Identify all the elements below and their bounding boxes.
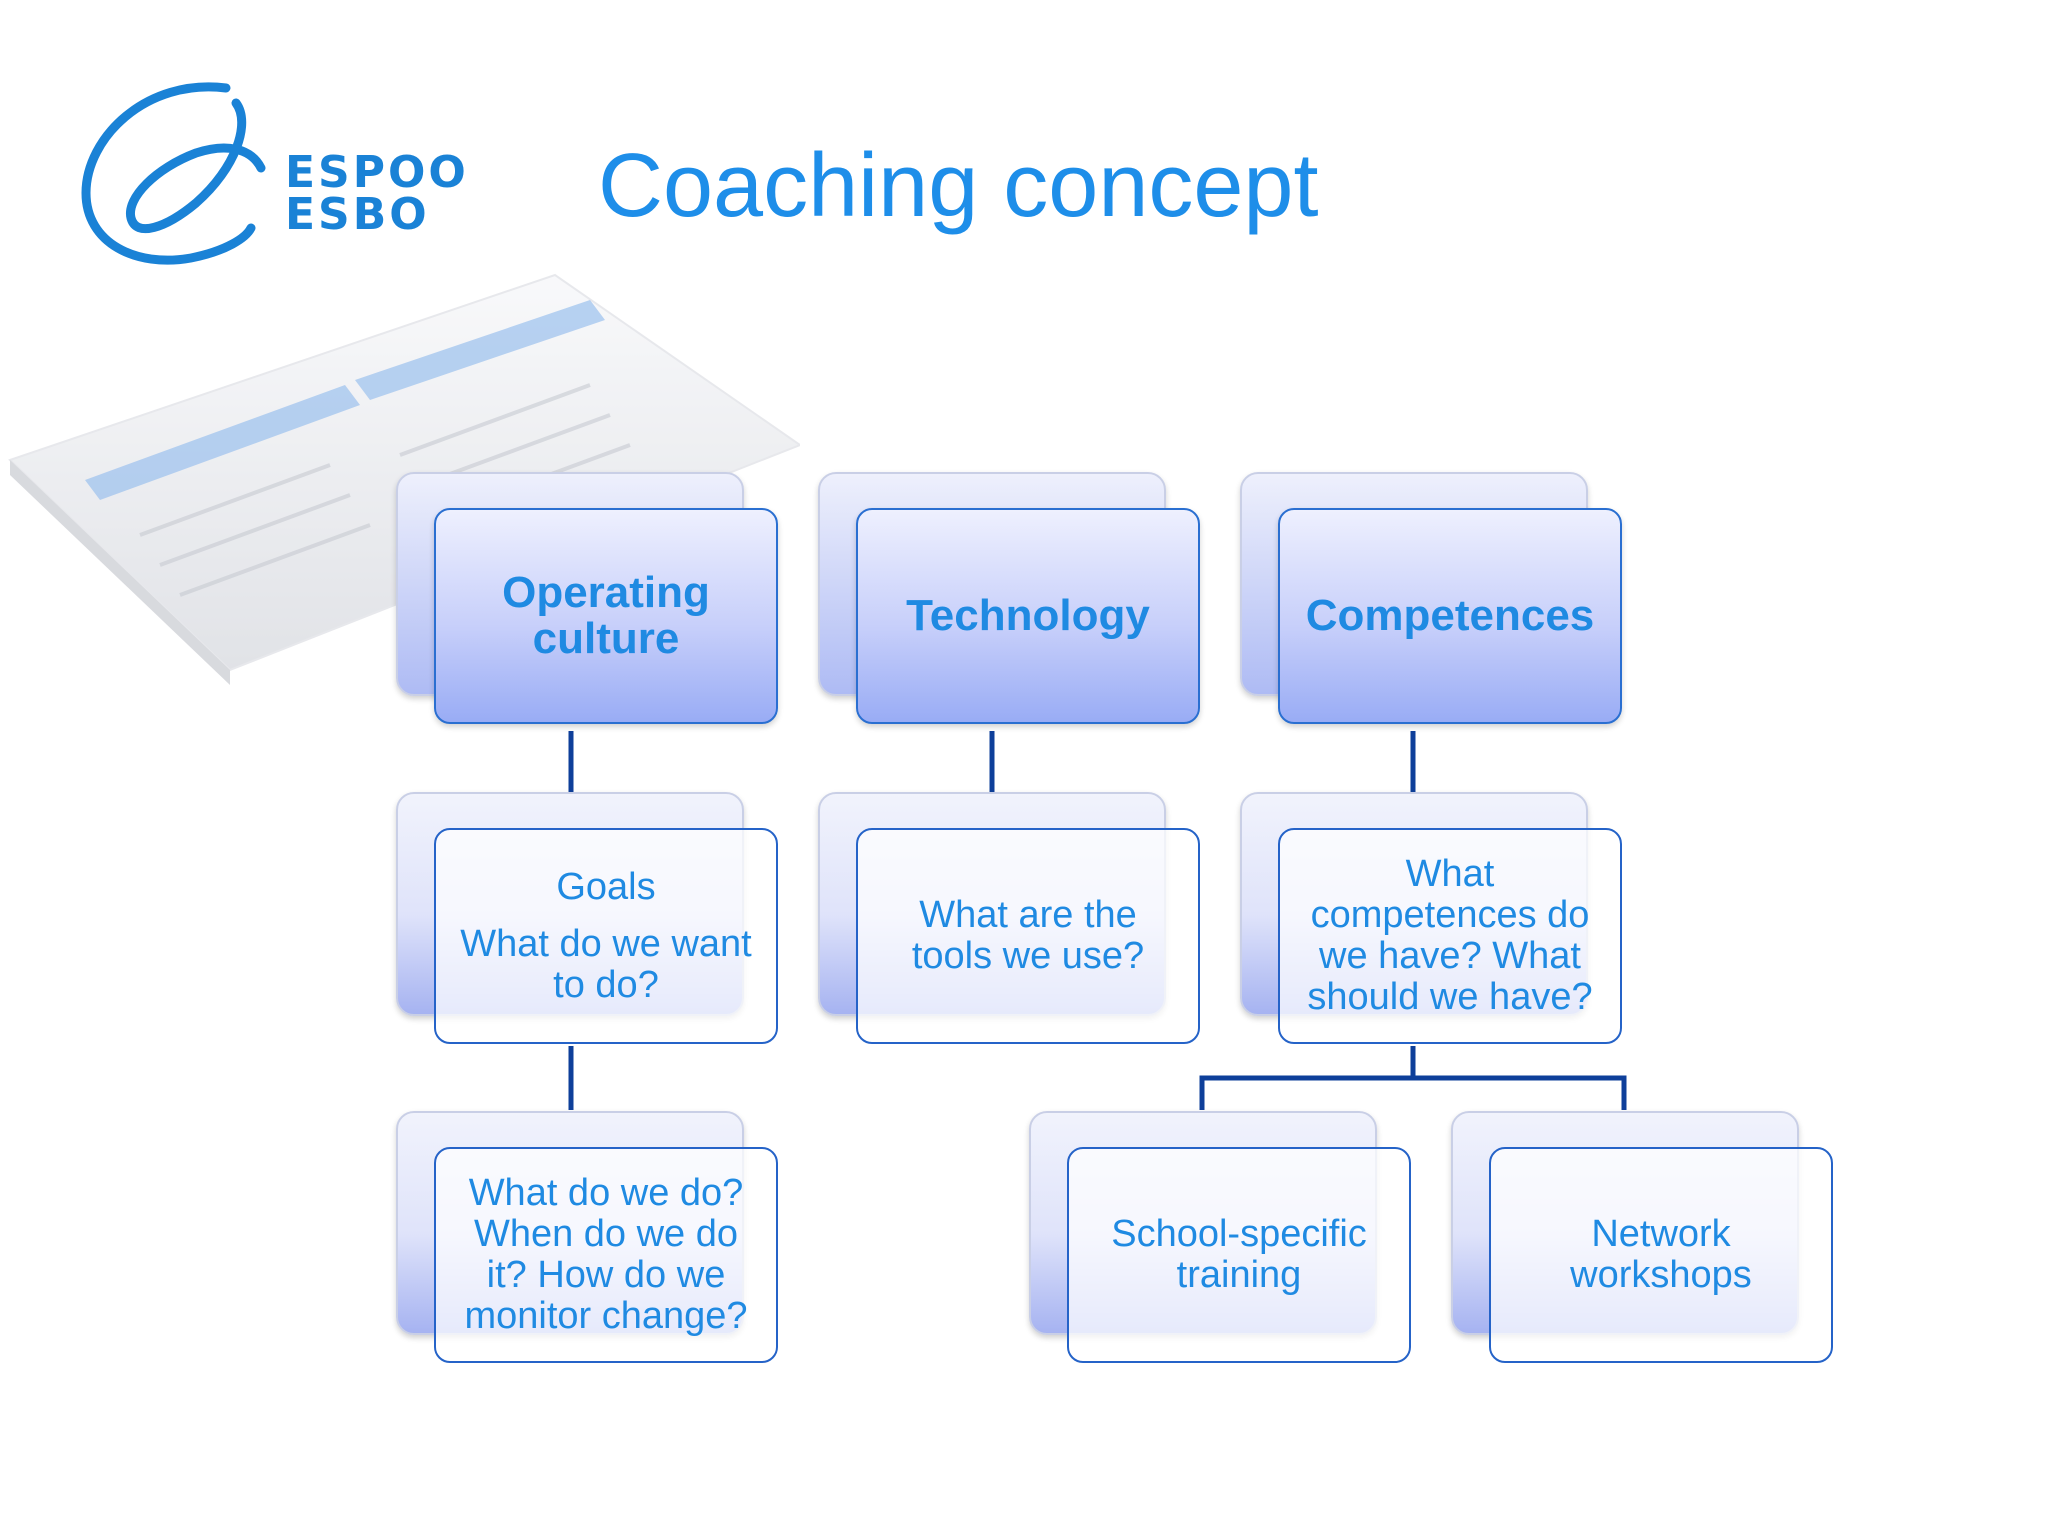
node-goals: Goals What do we want to do?: [396, 792, 780, 1044]
logo-line-1: ESPOO: [285, 147, 469, 198]
node-label: Technology: [906, 591, 1150, 640]
node-label: School-specific training: [1111, 1213, 1367, 1296]
node-actions: What do we do? When do we do it? How do …: [396, 1111, 780, 1363]
node-competences: Competences: [1240, 472, 1624, 724]
node-label: Operating culture: [502, 568, 710, 663]
node-competence-question: What competences do we have? What should…: [1240, 792, 1624, 1044]
node-label: What are the tools we use?: [911, 894, 1145, 977]
logo-line-2: ESBO: [285, 189, 430, 240]
node-label: Network workshops: [1570, 1213, 1752, 1296]
goals-title: Goals: [556, 865, 656, 908]
node-label: What do we do? When do we do it? How do …: [464, 1172, 748, 1337]
logo-wordmark: ESPOO ESBO: [285, 147, 469, 240]
node-label: What competences do we have? What should…: [1307, 853, 1593, 1018]
node-network-workshops: Network workshops: [1451, 1111, 1835, 1363]
connector-question-branches: [1199, 1075, 1627, 1110]
node-school-training: School-specific training: [1029, 1111, 1413, 1363]
page-title: Coaching concept: [598, 136, 1319, 236]
node-label: Competences: [1305, 591, 1595, 640]
node-operating-culture: Operating culture: [396, 472, 780, 724]
decorative-panel-image: [8, 273, 800, 685]
espoo-swirl-icon: [81, 82, 266, 265]
goals-question: What do we want to do?: [460, 922, 752, 1006]
node-technology: Technology: [818, 472, 1202, 724]
node-tools: What are the tools we use?: [818, 792, 1202, 1044]
